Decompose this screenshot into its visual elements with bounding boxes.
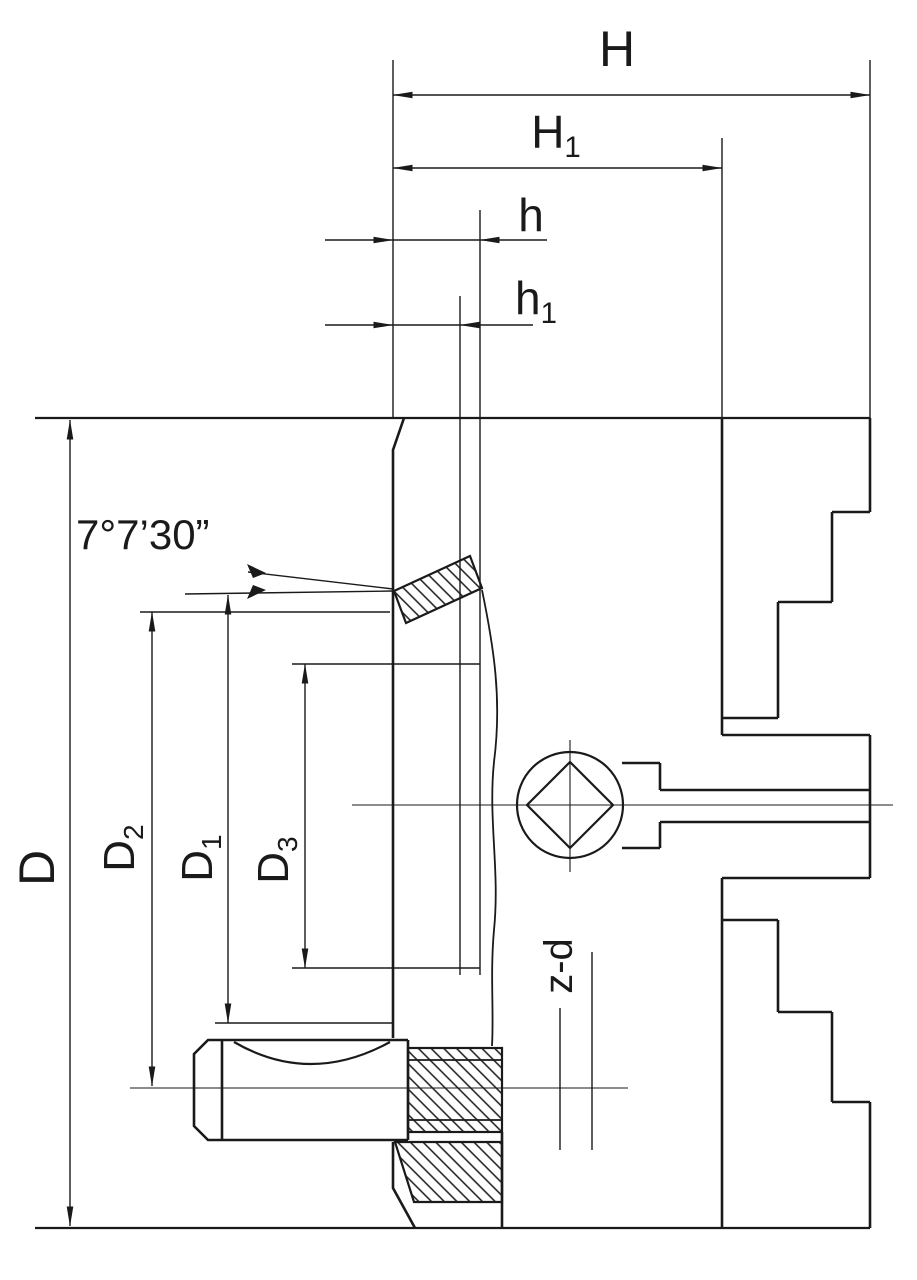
label-angle: 7°7’30” <box>76 511 210 558</box>
pinion-circle <box>515 750 625 860</box>
taper-ring-section <box>392 554 484 625</box>
label-zd: z-d <box>537 938 581 994</box>
extension-lines <box>140 60 871 1150</box>
hatched-sections <box>392 554 504 1204</box>
bolt-head-left <box>192 1038 222 1142</box>
front-face-lower-chamfer <box>391 1142 417 1229</box>
dimension-labels: H H1 h h1 7°7’30” D D2 D1 D3 z-d <box>9 21 635 994</box>
label-H1: H1 <box>531 106 581 164</box>
bolt-head-dome-arc <box>233 1041 391 1066</box>
label-D1: D1 <box>173 834 227 881</box>
angle-line-lower <box>184 590 394 595</box>
label-D2: D2 <box>95 824 149 871</box>
part-outline <box>35 416 872 1230</box>
centerlines <box>130 740 893 1089</box>
label-D3: D3 <box>249 836 303 883</box>
rear-break-line <box>481 589 499 1047</box>
thread-engagement-section <box>406 1046 504 1134</box>
label-h: h <box>518 189 544 241</box>
dimension-lines <box>66 91 871 1227</box>
pinion-square-socket <box>525 760 615 850</box>
angle-arrow-upper <box>247 564 266 578</box>
body-lower-section <box>393 1140 504 1204</box>
angle-line-upper <box>247 571 394 590</box>
label-h1: h1 <box>515 272 557 330</box>
front-face-upper <box>391 417 406 1038</box>
angle-arrow-lower <box>247 585 266 599</box>
label-D: D <box>9 850 65 886</box>
label-H: H <box>599 21 635 77</box>
